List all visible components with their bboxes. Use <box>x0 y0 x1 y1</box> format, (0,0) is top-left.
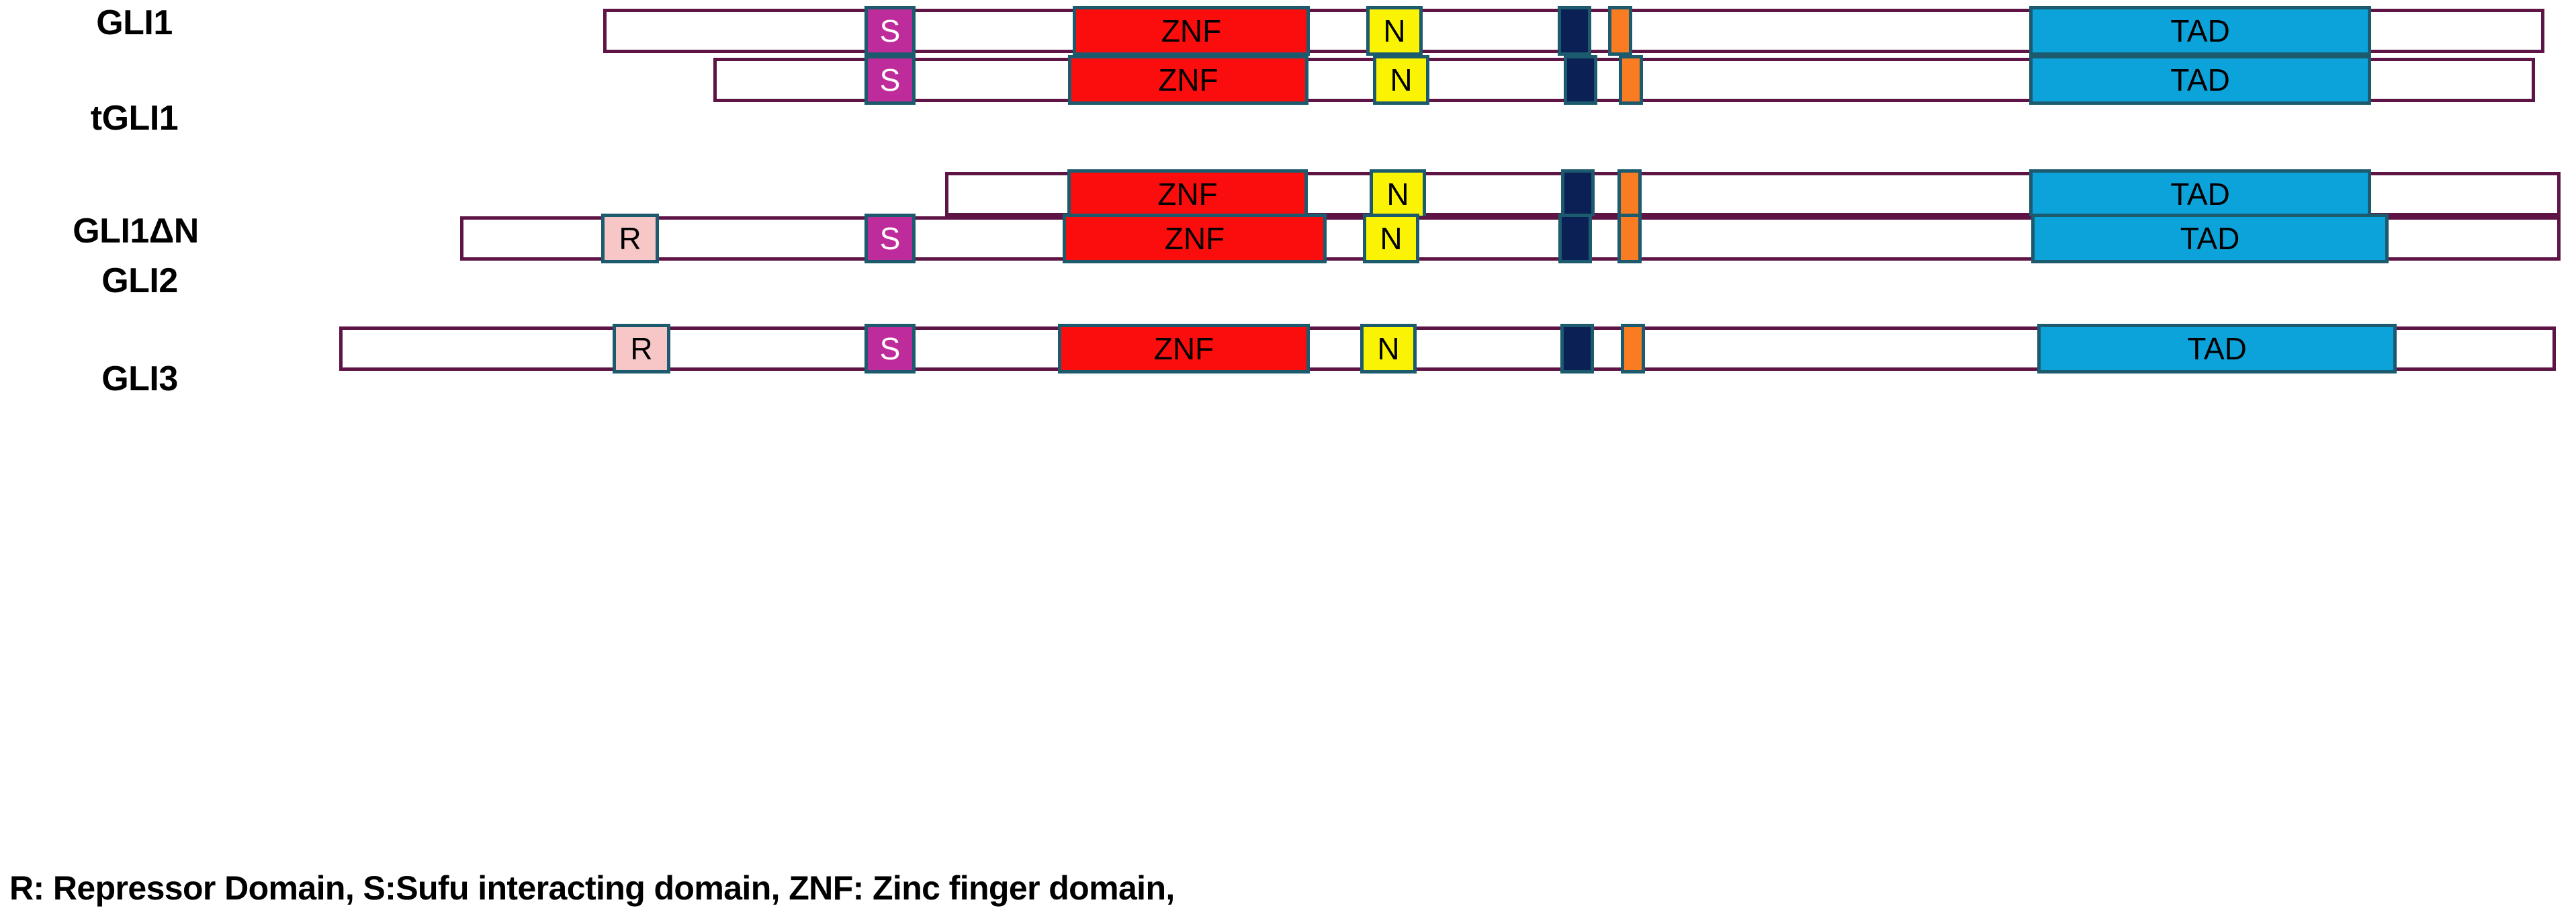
domain-zinc-finger: ZNF <box>1068 55 1308 105</box>
domain-transactivation: TAD <box>2029 6 2371 56</box>
protein-label-gli2: GLI2 <box>101 261 178 300</box>
domain-transactivation: TAD <box>2029 55 2371 105</box>
domain-marker-navy <box>1558 6 1591 56</box>
domain-marker-navy <box>1558 214 1592 263</box>
domain-marker-navy <box>1560 324 1594 373</box>
legend-block: R: Repressor Domain, S:Sufu interacting … <box>9 789 1175 923</box>
domain-marker-orange <box>1621 324 1645 373</box>
domain-nuclear-localization: N <box>1360 324 1417 373</box>
domain-nuclear-localization: N <box>1370 169 1426 219</box>
domain-zinc-finger: ZNF <box>1058 324 1310 373</box>
domain-sufu-interacting: S <box>864 214 916 263</box>
domain-nuclear-localization: N <box>1366 6 1423 56</box>
domain-nuclear-localization: N <box>1363 214 1419 263</box>
domain-transactivation: TAD <box>2031 214 2389 263</box>
domain-repressor: R <box>613 324 670 373</box>
domain-repressor: R <box>601 214 659 263</box>
domain-nuclear-localization: N <box>1373 55 1429 105</box>
protein-label-gli1-n: GLI1ΔN <box>73 212 199 251</box>
domain-transactivation: TAD <box>2029 169 2371 219</box>
domain-zinc-finger: ZNF <box>1063 214 1327 263</box>
legend-line-1: R: Repressor Domain, S:Sufu interacting … <box>9 869 1175 907</box>
protein-label-tgli1: tGLI1 <box>90 99 179 138</box>
domain-marker-navy <box>1561 169 1595 219</box>
domain-zinc-finger: ZNF <box>1073 6 1310 56</box>
domain-sufu-interacting: S <box>864 6 916 56</box>
domain-sufu-interacting: S <box>864 324 916 373</box>
domain-marker-orange <box>1608 6 1632 56</box>
domain-marker-orange <box>1617 169 1642 219</box>
domain-sufu-interacting: S <box>864 55 916 105</box>
protein-label-gli3: GLI3 <box>101 359 178 398</box>
domain-marker-orange <box>1619 55 1643 105</box>
domain-transactivation: TAD <box>2037 324 2397 373</box>
domain-marker-navy <box>1564 55 1597 105</box>
domain-marker-orange <box>1617 214 1642 263</box>
protein-label-gli1: GLI1 <box>96 3 173 42</box>
domain-zinc-finger: ZNF <box>1067 169 1308 219</box>
